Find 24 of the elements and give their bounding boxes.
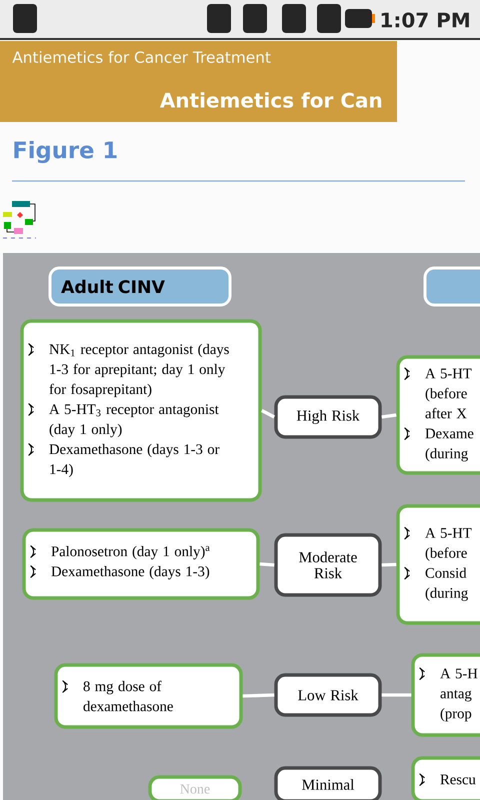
- connector-line: [242, 693, 274, 698]
- status-time: 1:07 PM: [382, 12, 469, 28]
- treatment-box: None: [148, 775, 242, 800]
- treatment-box: NK$_{1}$ receptor antagonist (days 1-3 for aprepitant; day 1 only for fosaprepitant) A 5-HT$_{3}$ receptor antagonist (day 1 only) Dexamethasone (days 1-3 or 1-4): [20, 319, 262, 502]
- app-title: Antiemetics for Cancer Treatment: [12, 51, 271, 63]
- column-header: Adult CINV: [48, 266, 232, 306]
- risk-level-box: High Risk: [274, 395, 382, 439]
- risk-level-box: Minimal: [274, 766, 382, 800]
- treatment-box: Rescu: [411, 756, 480, 800]
- treatment-box: A 5-H antag (prop: [411, 653, 480, 737]
- treatment-box: A 5-HT (before after X Dexame (during: [396, 355, 480, 475]
- page-title: Antiemetics for Can: [160, 92, 382, 108]
- connector-line: [382, 562, 396, 567]
- treatment-box: Palonosetron (day 1 only)$^{a}$ Dexamethasone (days 1-3): [22, 528, 260, 600]
- treatment-box: A 5-HT (before Consid (during: [396, 504, 480, 625]
- connector-line: [260, 562, 274, 567]
- figure-heading: Figure 1: [14, 140, 117, 164]
- connector-line: [260, 409, 276, 418]
- treatment-box: 8 mg dose of dexamethasone: [54, 663, 243, 729]
- connector-line: [382, 693, 412, 697]
- risk-level-box: Moderate Risk: [274, 533, 382, 597]
- risk-level-box: Low Risk: [274, 673, 382, 717]
- connector-line: [382, 413, 396, 419]
- column-header: [424, 266, 480, 306]
